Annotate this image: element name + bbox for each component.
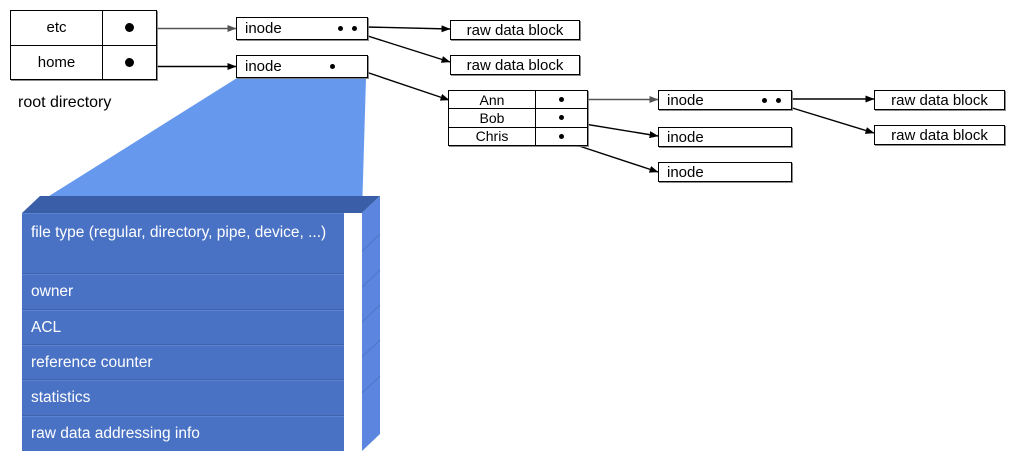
inode-pointer-dots[interactable] [330,64,335,69]
pointer-dot-icon [559,97,564,103]
root-entry-pointer-etc[interactable] [103,11,156,45]
table-row[interactable]: Bob [449,109,587,128]
raw-data-block-label: raw data block [466,56,564,74]
raw-data-block-ann-2[interactable]: raw data block [874,125,1005,145]
inode-label: inode [667,91,704,109]
raw-data-block-label: raw data block [891,126,988,144]
inode-label: inode [245,20,282,37]
raw-data-block-etc-2[interactable]: raw data block [450,55,580,75]
inode-field-raw-data-addressing: raw data addressing info [22,416,344,451]
root-entry-name-home: home [11,45,103,79]
inode-field-file-type: file type (regular, directory, pipe, dev… [22,213,344,274]
arrow-inode2-to-home-directory [359,69,450,101]
table-row[interactable]: etc [11,11,156,46]
root-entry-name-etc: etc [11,11,103,45]
filled-dot-icon [125,57,134,67]
root-entry-pointer-home[interactable] [103,46,156,80]
raw-data-block-ann-1[interactable]: raw data block [874,90,1005,110]
pointer-dot-icon [330,64,335,69]
home-entry-name-ann: Ann [449,91,536,109]
inode-box-home[interactable]: inode [236,55,368,78]
pointer-dot-icon [776,97,781,103]
inode-pointer-dots[interactable] [762,97,781,103]
raw-data-block-etc-1[interactable]: raw data block [450,20,580,40]
pointer-dot-icon [559,133,564,139]
inode-box-ann[interactable]: inode [658,90,792,110]
raw-data-block-label: raw data block [466,21,564,39]
root-directory-caption: root directory [18,94,112,111]
pointer-dot-icon [559,115,564,121]
inode-pointer-dots[interactable] [338,26,357,31]
pointer-dot-icon [352,26,357,31]
pointer-dot-icon [338,26,343,31]
home-directory-table[interactable]: Ann Bob Chris [448,90,588,146]
inode-label: inode [667,163,704,181]
inode-field-acl: ACL [22,310,344,345]
home-entry-pointer-bob[interactable] [536,109,587,126]
raw-data-block-label: raw data block [891,91,988,109]
inode-detail-block: file type (regular, directory, pipe, dev… [22,196,362,452]
inode-box-etc[interactable]: inode [236,17,368,40]
inode-box-chris[interactable]: inode [658,162,792,182]
home-entry-name-chris: Chris [449,127,536,145]
inode-field-statistics: statistics [22,380,344,416]
inode-field-owner: owner [22,274,344,310]
root-directory-table[interactable]: etc home [10,10,157,80]
table-row[interactable]: Ann [449,91,587,110]
table-row[interactable]: home [11,45,156,80]
home-entry-name-bob: Bob [449,109,536,127]
inode-label: inode [245,58,282,75]
arrow-inode1-ptr1-to-rawblock1 [365,25,451,33]
inode-detail-front-face: file type (regular, directory, pipe, dev… [22,213,344,451]
filled-dot-icon [125,23,134,33]
home-entry-pointer-chris[interactable] [536,128,587,145]
block-side-face [362,196,380,451]
inode-label: inode [667,128,704,146]
inode-field-reference-counter: reference counter [22,345,344,380]
pointer-dot-icon [762,97,767,103]
home-entry-pointer-ann[interactable] [536,91,587,108]
table-row[interactable]: Chris [449,127,587,145]
inode-box-bob[interactable]: inode [658,127,792,147]
